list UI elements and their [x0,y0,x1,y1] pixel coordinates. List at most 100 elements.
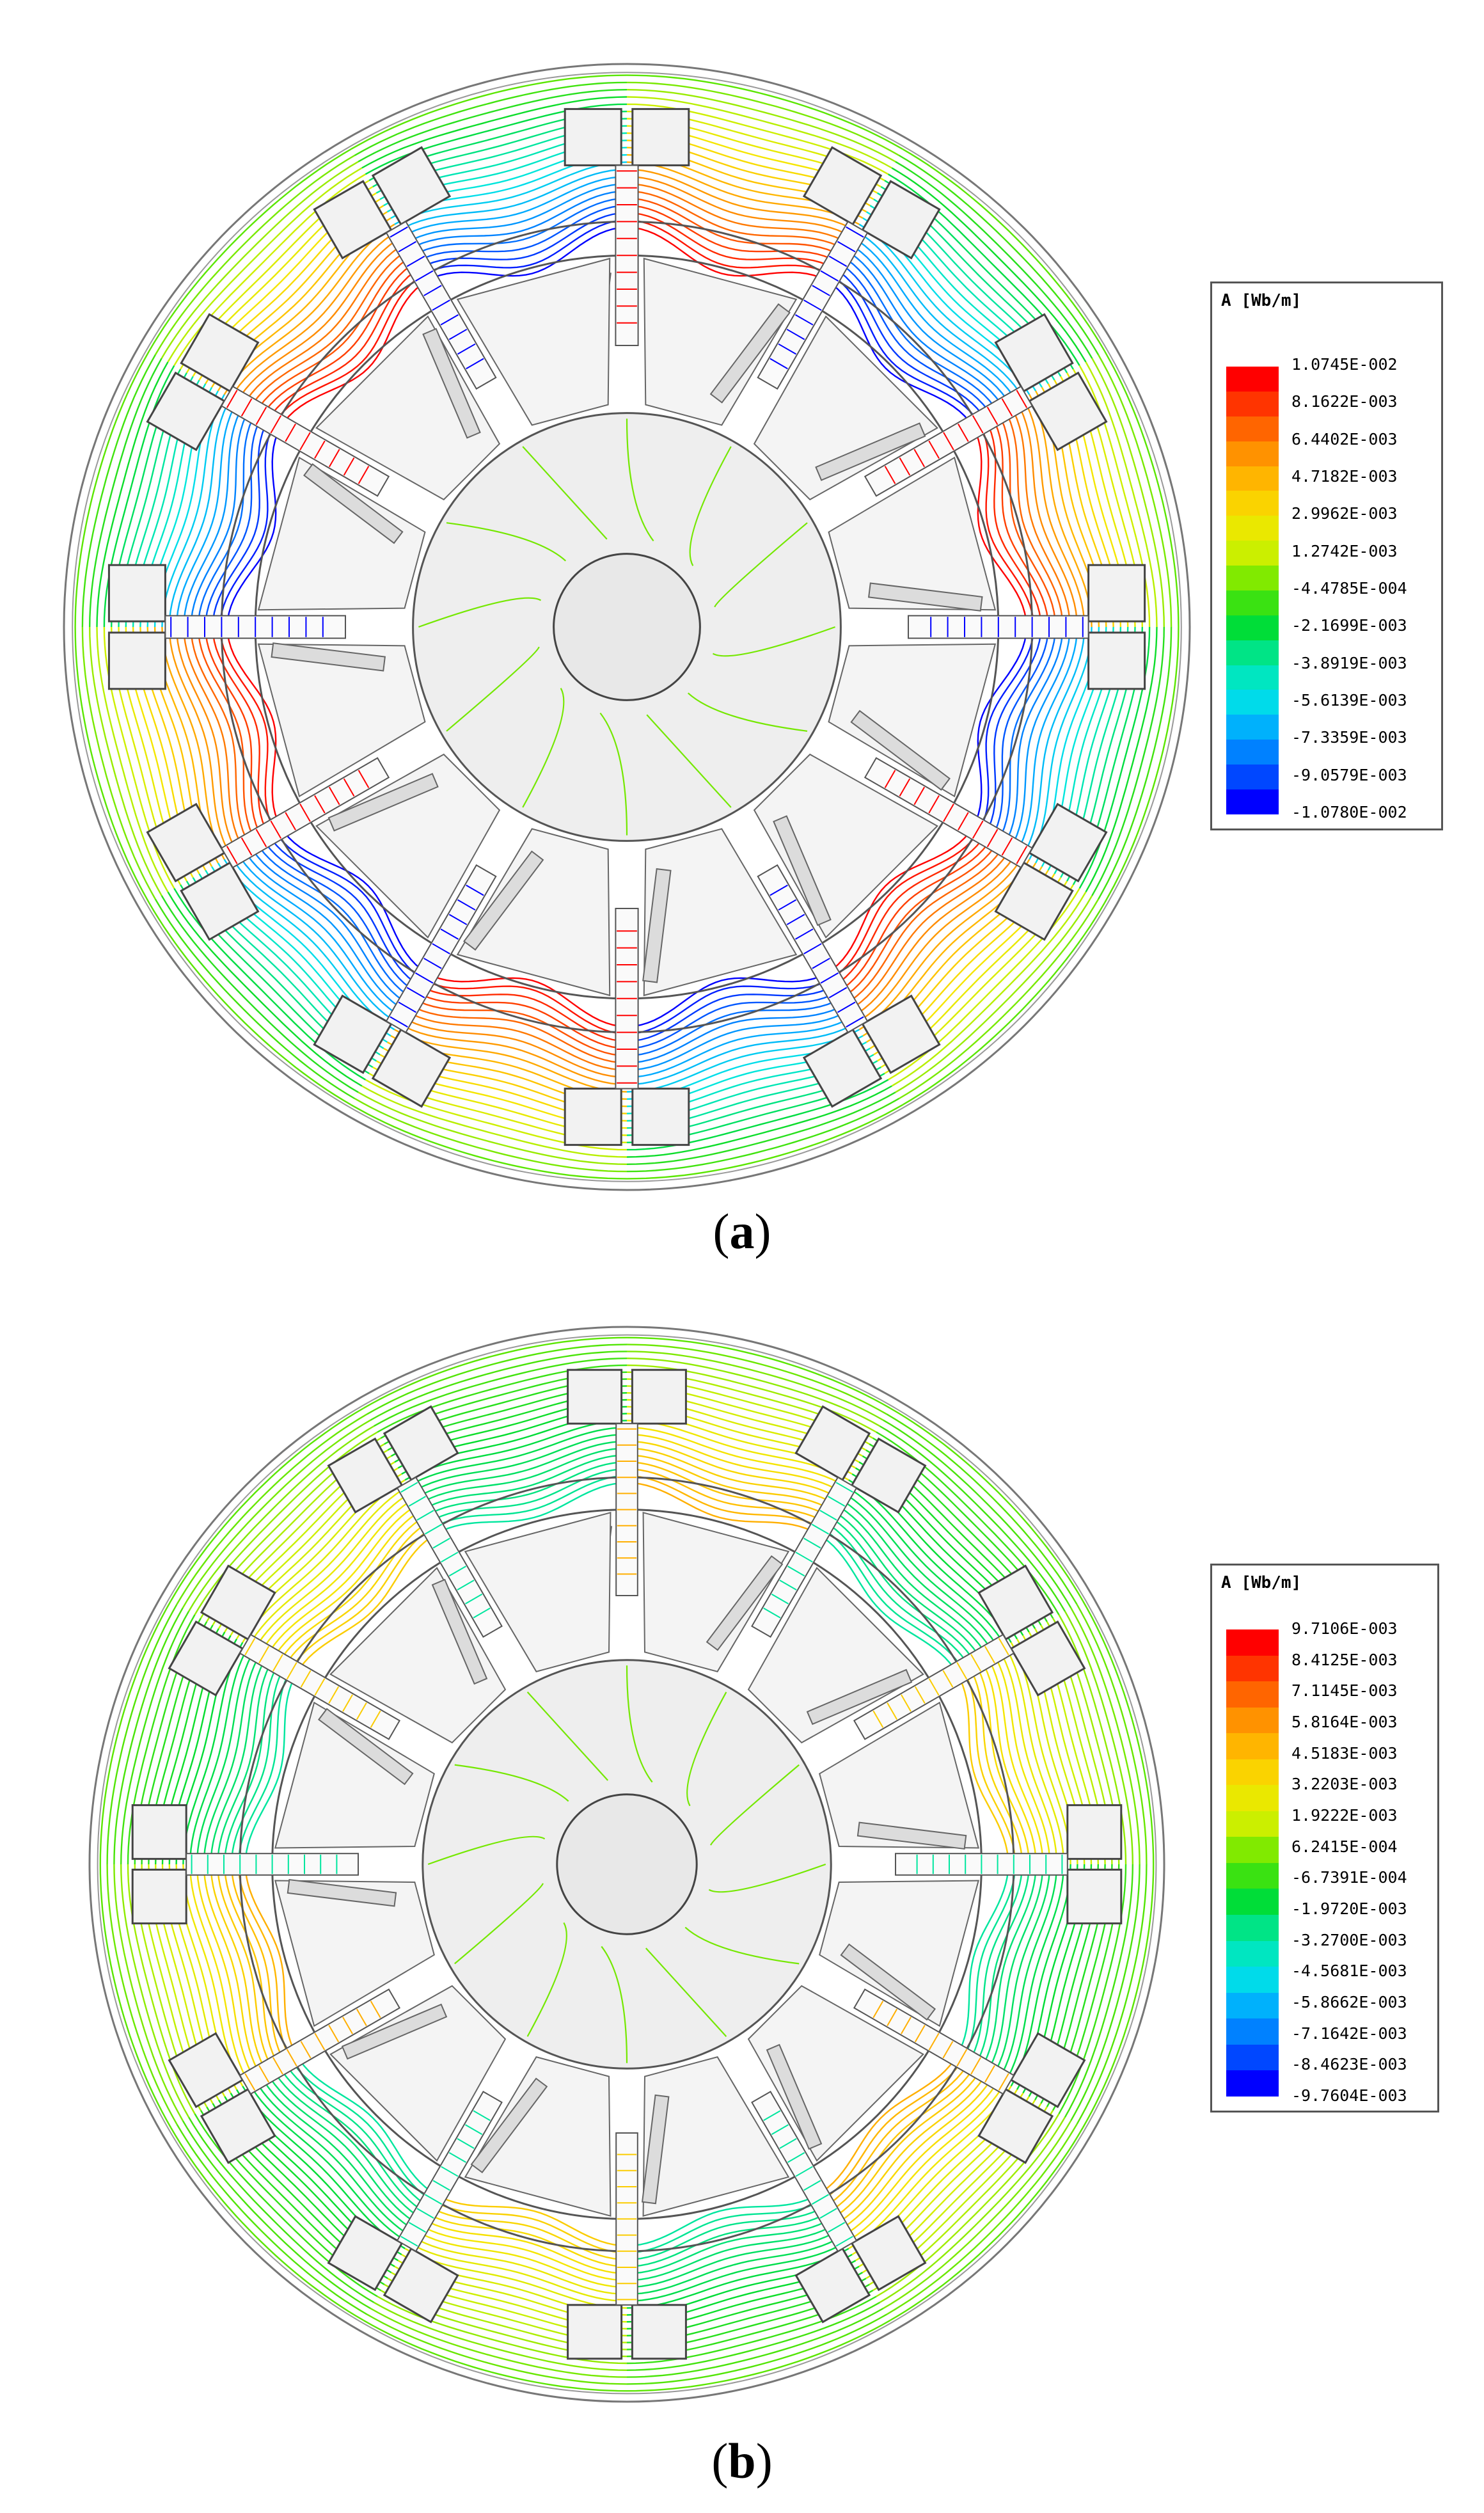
flux-line [423,978,628,1035]
flux-line [203,1652,262,1865]
flux-line [626,1482,818,1535]
rotor-segment [422,257,611,439]
flux-line [412,197,628,257]
rotor-segment [329,1985,548,2174]
flux-line [358,1091,628,1165]
flux-line [708,1863,826,1893]
flux-line [1009,626,1071,849]
flux-line [626,1440,839,1499]
flux-line [416,991,628,1049]
flux-line [223,859,395,1031]
flux-line [1091,358,1165,628]
flux-line [419,985,628,1042]
flux-line [242,848,406,1011]
flux-line [626,1029,860,1093]
flux-line [127,1864,196,2114]
flux-line [154,154,356,356]
legend-swatch [1226,466,1279,491]
flux-line [1085,626,1158,892]
flux-line [1098,354,1172,628]
stator-tooth [757,864,941,1108]
flux-line [1016,626,1078,853]
flux-line [401,175,628,238]
flux-line [851,852,1018,1018]
rotor-segment [257,456,426,672]
flux-line [354,1098,628,1173]
legend-colorbar-a [1226,367,1279,814]
flux-line [190,408,250,628]
flux-line [408,190,628,250]
rotor-segment [257,643,439,832]
flux-line [827,1515,976,1664]
flux-line [522,446,608,540]
legend-label: 5.8164E-003 [1291,1713,1398,1731]
flux-line [436,2194,628,2247]
legend-label: 1.0745E-002 [1291,355,1398,374]
legend-label: 4.5183E-003 [1291,1743,1398,1763]
rotor-segment [456,828,672,997]
flux-line [626,1665,653,1783]
legend-swatch [1226,1629,1279,1656]
legend-swatch [1226,1785,1279,1811]
flux-line [429,2206,628,2261]
flux-line [394,1029,628,1093]
flux-line [1085,361,1158,628]
legend-label: -3.8919E-003 [1291,653,1407,672]
legend-label: -9.7604E-003 [1291,2086,1407,2105]
flux-line [626,2295,877,2365]
flux-line [361,96,628,169]
stator-tooth [895,1804,1123,1924]
flux-line [188,1425,375,1612]
stator-tooth [168,1564,401,1740]
flux-plot-b [88,1326,1165,2403]
flux-line [626,2242,846,2302]
flux-line [210,1656,267,1865]
flux-line [296,1533,437,1674]
stator-tooth [864,313,1108,497]
flux-line [255,255,413,413]
flux-line [837,837,993,993]
rotor-segment [431,1511,612,1685]
flux-line [248,2082,409,2244]
flux-line [175,626,238,853]
legend-colorbar-b [1226,1629,1279,2097]
flux-line [889,2127,1084,2321]
flux-line [626,1358,880,1427]
flux-line [841,2079,1000,2238]
flux-line [844,248,1006,409]
flux-line [265,1503,420,1657]
flux-line [992,1864,1051,2077]
flux-line [841,255,999,413]
flux-line [1098,626,1172,900]
flux-line [1058,1864,1127,2114]
flux-line [1070,1607,1141,1865]
flux-line [374,2301,628,2371]
flux-line [367,2313,628,2385]
flux-line [626,2319,891,2392]
flux-line [626,2308,884,2378]
flux-line [74,626,150,903]
flux-line [855,855,1024,1024]
flux-line [377,1364,628,1433]
flux-line [253,2079,413,2238]
flux-line [168,626,232,857]
flux-line [956,1864,1009,2056]
legend-title-b: A [Wb/m] [1221,1573,1302,1592]
rotor-segment [317,1567,507,1786]
flux-line [626,1461,828,1517]
flux-line [848,2086,1012,2249]
flux-line [248,1485,409,1647]
flux-line [230,1666,285,1865]
flux-line [414,2230,628,2288]
flux-line [626,190,846,250]
flux-line [127,1614,196,1865]
flux-line [230,855,399,1024]
flux-line [203,1864,262,2077]
flux-line [278,2065,427,2214]
legend-label: -7.1642E-003 [1291,2024,1407,2043]
flux-line [858,859,1030,1031]
flux-line [626,205,838,263]
flux-line [1082,1600,1155,1865]
flux-line [626,1098,900,1173]
stator-tooth [853,1988,1086,2164]
